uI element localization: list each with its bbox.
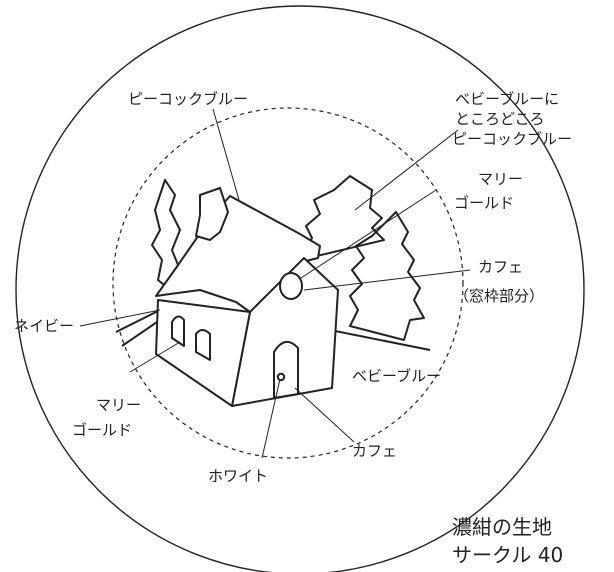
house — [155, 187, 339, 407]
label-window-1: カフェ — [478, 258, 523, 276]
label-window-2: （窓枠部分） — [454, 287, 544, 305]
label-marigold-1: マリー — [96, 396, 141, 414]
label-center-2: ゴールド — [454, 194, 514, 212]
dashed-circle — [112, 107, 464, 459]
caption-hoop: サークル 40 — [452, 543, 563, 567]
label-roof: ピーコックブルー — [128, 90, 248, 108]
outer-circle — [15, 5, 585, 572]
label-marigold-2: ゴールド — [72, 421, 132, 439]
caption-fabric: 濃紺の生地 — [452, 515, 552, 539]
leader-lines — [79, 108, 471, 459]
label-tree-top-3: ピーコックブルー — [452, 130, 572, 148]
tree-right — [349, 211, 425, 341]
label-cafe: カフェ — [352, 442, 397, 460]
label-tree-top-2: ところどころ — [455, 110, 545, 128]
label-center-1: マリー — [478, 170, 523, 188]
label-baby-blue: ベビーブルー — [352, 367, 441, 385]
label-white: ホワイト — [208, 467, 268, 485]
label-navy: ネイビー — [14, 317, 74, 335]
label-tree-top-1: ベビーブルーに — [455, 90, 559, 108]
ground-lines — [115, 309, 431, 351]
